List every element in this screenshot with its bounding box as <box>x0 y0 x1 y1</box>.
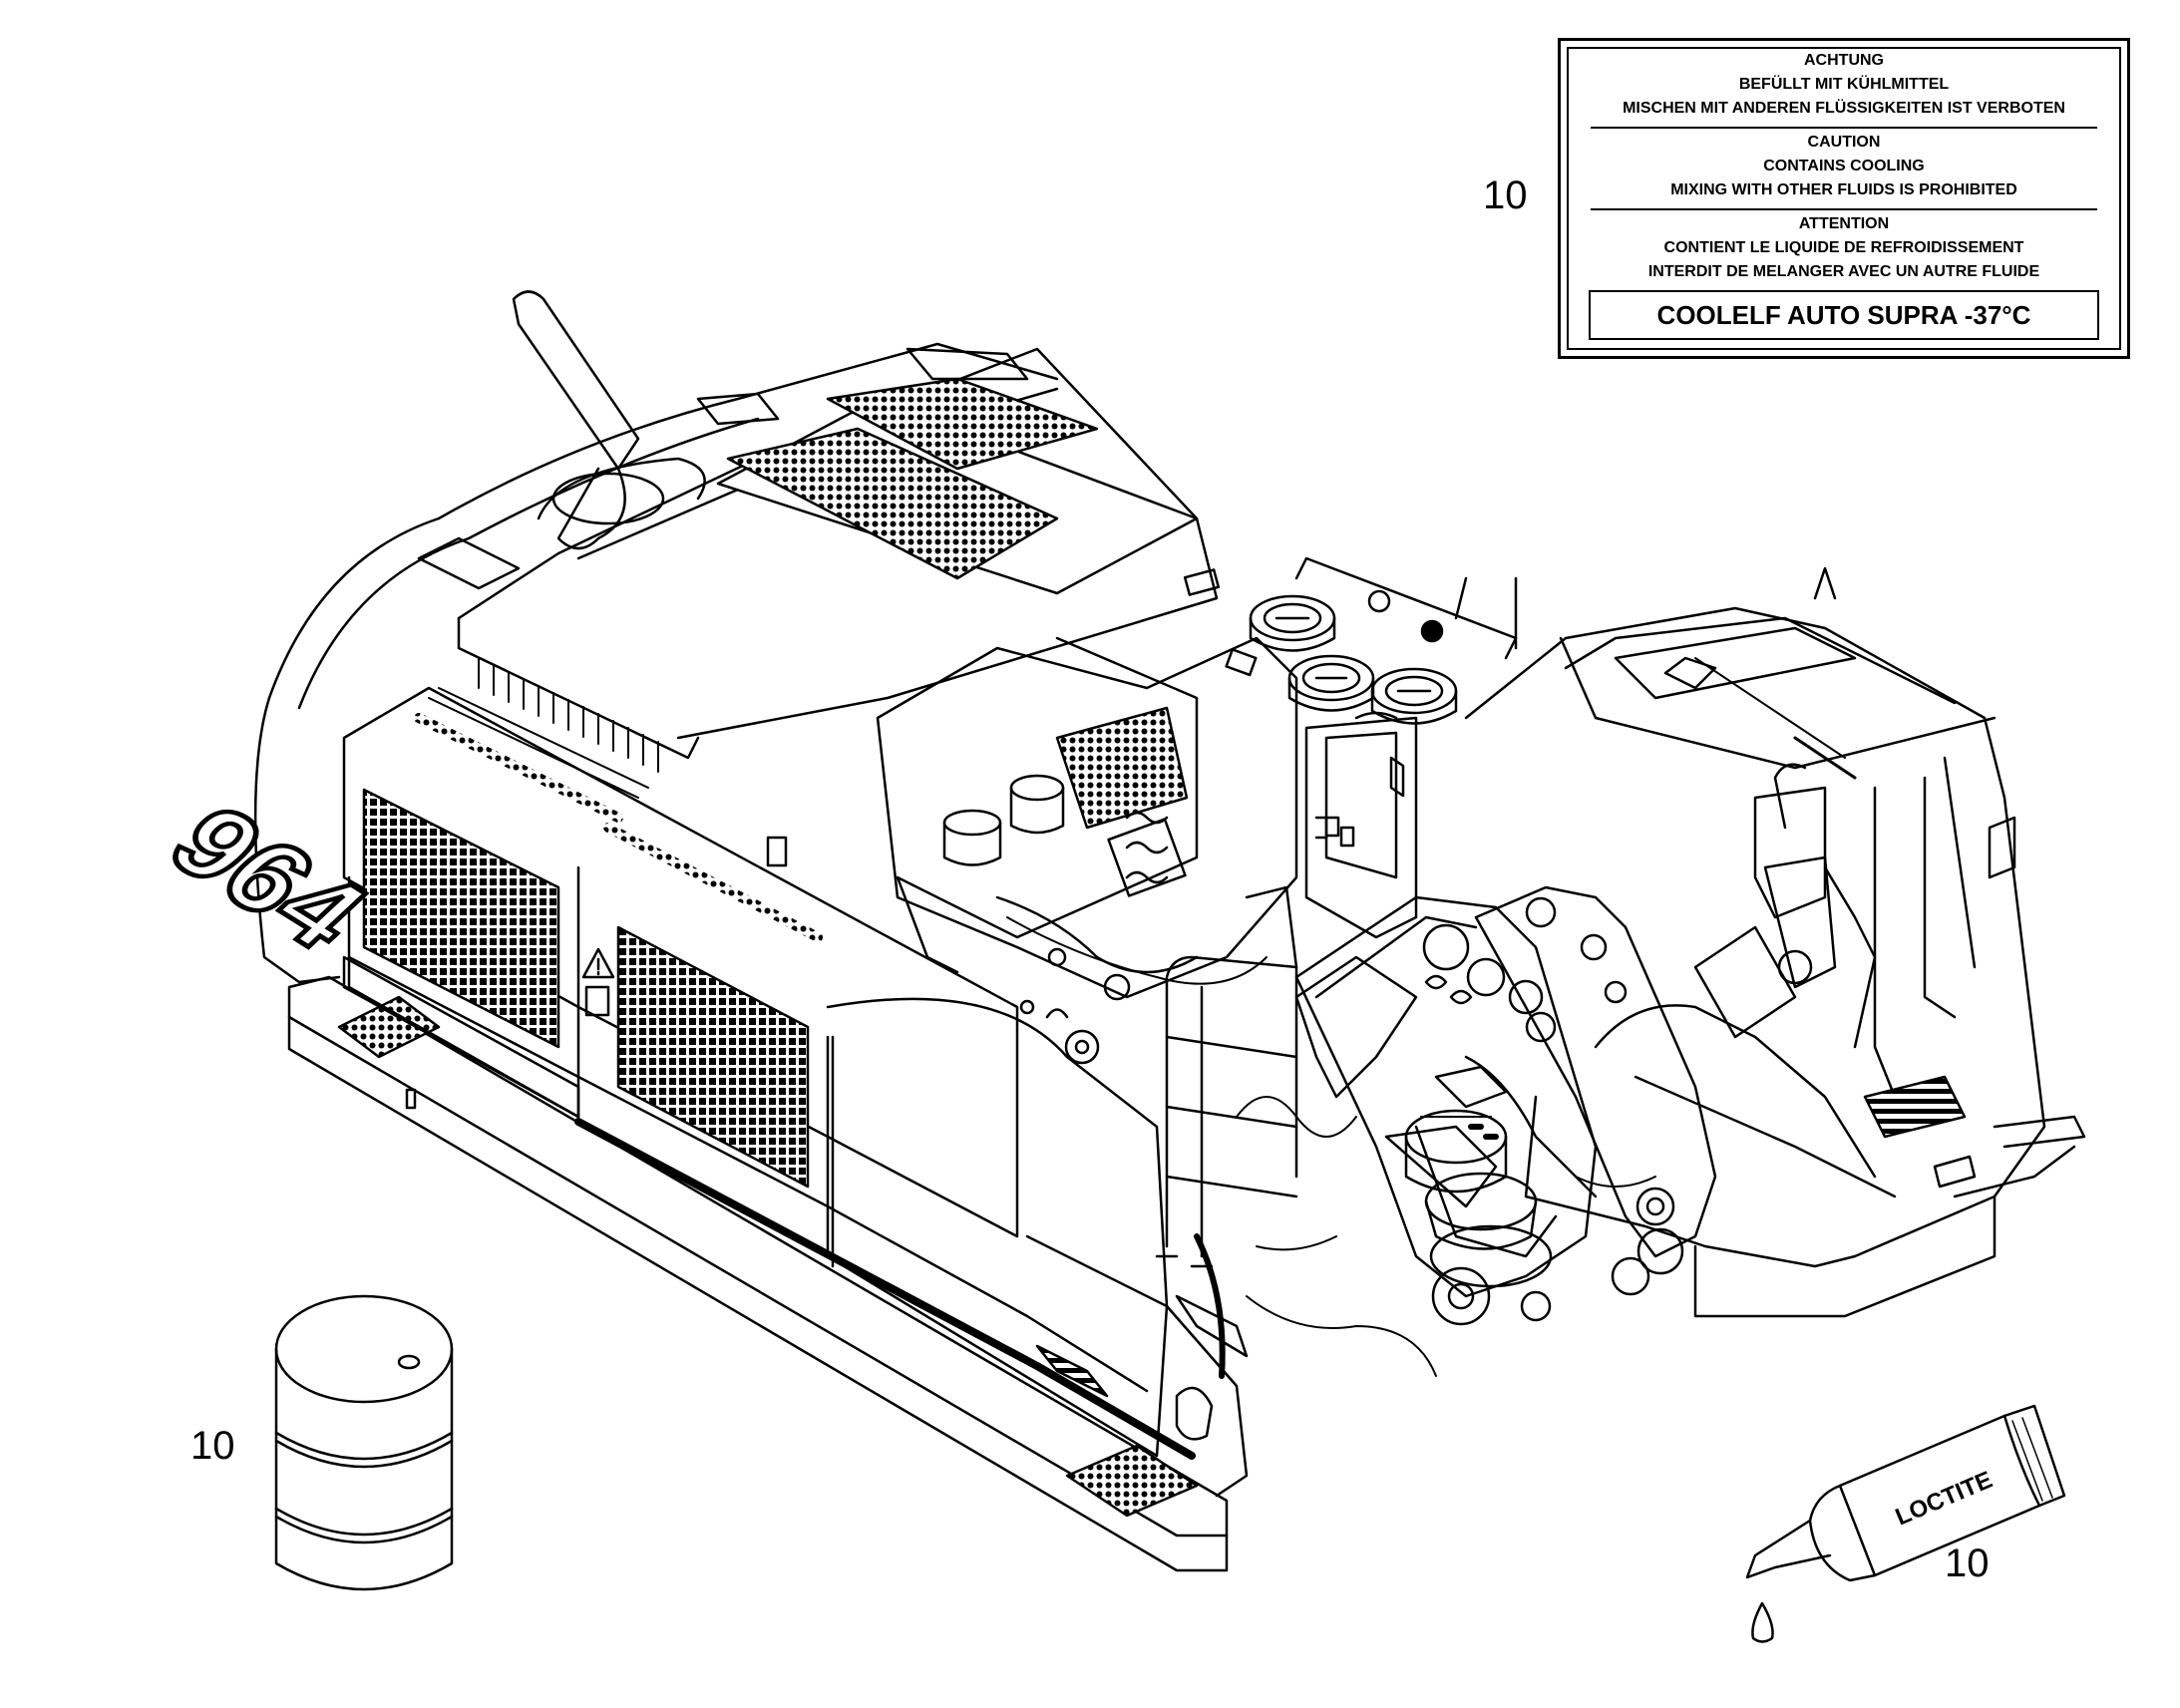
base-plate <box>287 975 1229 1572</box>
label-fr-title: ATTENTION <box>1798 215 1890 232</box>
exhaust-pipe <box>512 290 706 550</box>
filler-caps <box>1225 556 1518 725</box>
loctite-tube-icon <box>1745 1404 2066 1643</box>
callout-drum-ref: 10 <box>190 1424 235 1468</box>
label-de-title: ACHTUNG <box>1804 52 1884 69</box>
label-french: ATTENTION CONTIENT LE LIQUIDE DE REFROID… <box>1591 212 2097 284</box>
coolant-warning-label: ACHTUNG BEFÜLLT MIT KÜHLMITTEL MISCHEN M… <box>1558 38 2130 359</box>
label-de-line2: MISCHEN MIT ANDEREN FLÜSSIGKEITEN IST VE… <box>1623 100 2065 117</box>
side-panel <box>342 686 1196 1460</box>
label-fr-line1: CONTIENT LE LIQUIDE DE REFROIDISSEMENT <box>1663 239 2024 256</box>
label-en-line1: CONTAINS COOLING <box>1763 158 1925 174</box>
engine-bay <box>876 636 1298 1065</box>
swing-motor <box>1404 1065 1553 1288</box>
side-panel-right <box>826 997 1249 1498</box>
callout-tube-ref: 10 <box>1945 1541 1990 1585</box>
label-product-name: COOLELF AUTO SUPRA -37°C <box>1589 290 2099 340</box>
engine-hood <box>457 347 1221 773</box>
model-plate <box>342 955 580 1119</box>
oil-drum-icon <box>274 1294 454 1591</box>
hoses <box>1236 1096 1656 1377</box>
label-german: ACHTUNG BEFÜLLT MIT KÜHLMITTEL MISCHEN M… <box>1591 49 2097 121</box>
operator-cab <box>1464 566 2086 1318</box>
label-de-line1: BEFÜLLT MIT KÜHLMITTEL <box>1738 76 1950 93</box>
label-en-line2: MIXING WITH OTHER FLUIDS IS PROHIBITED <box>1670 181 2017 198</box>
handrail <box>1155 885 1298 1268</box>
label-fr-line2: INTERDIT DE MELANGER AVEC UN AUTRE FLUID… <box>1647 263 2040 280</box>
label-inner-border <box>1567 47 2121 350</box>
label-english: CAUTION CONTAINS COOLING MIXING WITH OTH… <box>1591 131 2097 202</box>
label-divider <box>1591 208 2097 210</box>
boom-foot <box>1294 885 1717 1258</box>
hydraulic-tank <box>1304 576 1518 939</box>
tube-brand: LOCTITE <box>1892 1467 1997 1532</box>
model-number: 964 <box>145 786 393 969</box>
callout-label-ref: 10 <box>1483 173 1528 217</box>
label-en-title: CAUTION <box>1807 134 1881 151</box>
boom-mount <box>1294 895 1684 1326</box>
counterweight <box>253 342 1059 984</box>
label-divider <box>1591 127 2097 129</box>
